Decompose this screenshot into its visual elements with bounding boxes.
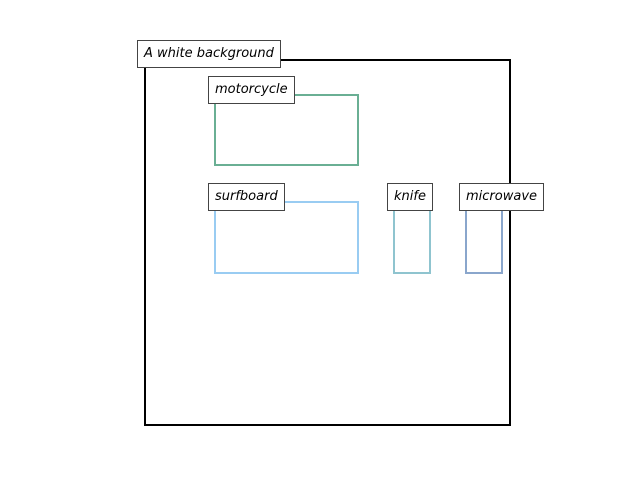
motorcycle-label: motorcycle: [208, 76, 295, 104]
microwave-box: [465, 201, 503, 274]
surfboard-label: surfboard: [208, 183, 285, 211]
background-label: A white background: [137, 40, 281, 68]
background-frame: [144, 59, 511, 426]
microwave-label: microwave: [459, 183, 545, 211]
knife-box: [393, 201, 431, 274]
surfboard-box: [214, 201, 359, 274]
knife-label: knife: [387, 183, 433, 211]
motorcycle-box: [214, 94, 359, 166]
